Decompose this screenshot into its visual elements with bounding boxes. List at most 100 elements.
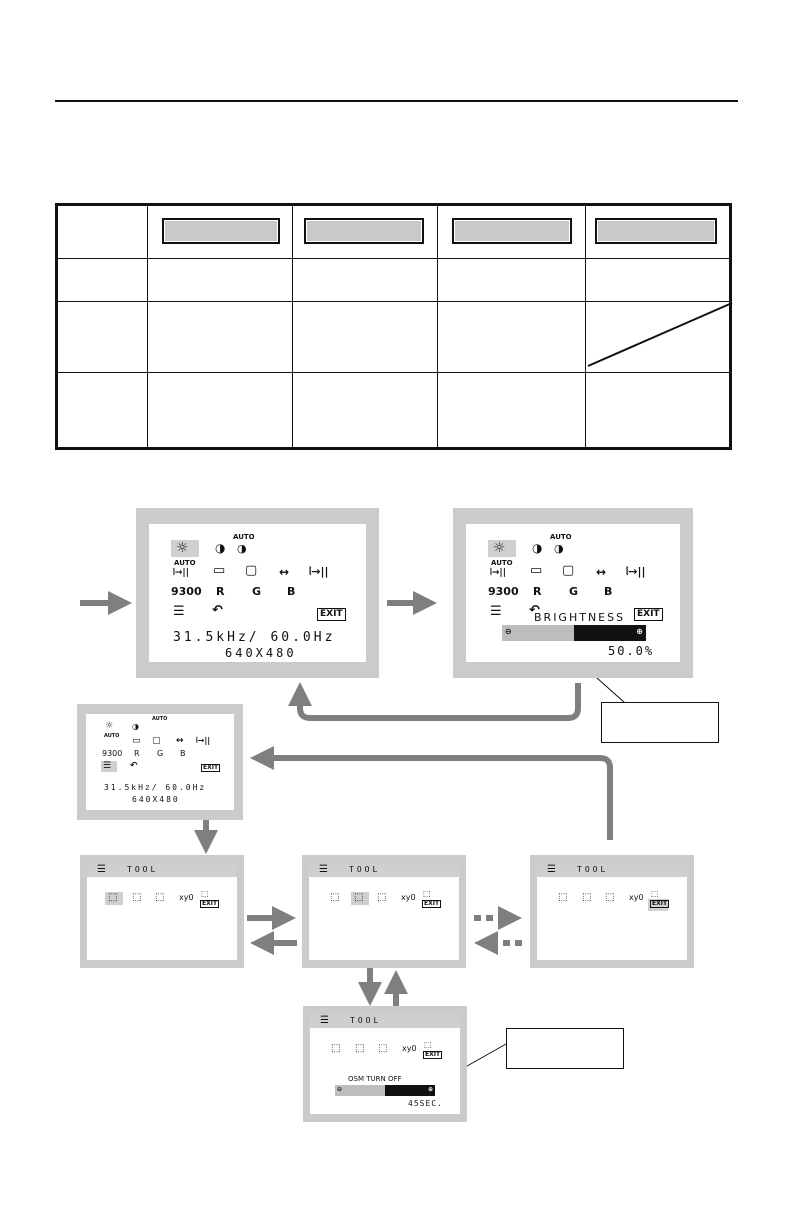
h-size-icon[interactable]: ↔: [596, 565, 607, 579]
contrast-icon[interactable]: ◑: [215, 541, 226, 555]
auto-contrast-icon[interactable]: AUTO: [152, 716, 168, 722]
tool-icon[interactable]: ☰: [103, 761, 112, 771]
table-col-line: [147, 206, 148, 447]
fine-icon[interactable]: ⦚→||: [196, 736, 211, 745]
tool-item-3-icon[interactable]: ⬚: [605, 892, 615, 903]
control-key-2[interactable]: [304, 218, 424, 244]
position-icon[interactable]: ▭: [213, 563, 226, 578]
auto-contrast-symbol-icon: ◑: [554, 542, 564, 555]
brightness-label: BRIGHTNESS: [534, 611, 626, 624]
osm-turnoff-label: OSM TURN OFF: [348, 1075, 402, 1083]
green-icon[interactable]: G: [157, 749, 164, 758]
exit-icon[interactable]: EXIT: [634, 608, 663, 621]
tool-item-4-icon[interactable]: xy0: [401, 893, 416, 902]
tool-icon: ☰: [97, 864, 106, 875]
red-icon[interactable]: R: [216, 585, 225, 598]
tool-item-5-icon[interactable]: ⬚: [651, 889, 659, 898]
h-size-icon[interactable]: ↔: [176, 736, 184, 746]
minus-icon: ⊖: [505, 627, 512, 636]
tool-item-4-icon[interactable]: xy0: [629, 893, 644, 902]
auto-contrast-icon[interactable]: AUTO: [233, 533, 255, 541]
color-9300-icon[interactable]: 9300: [102, 749, 123, 758]
blue-icon[interactable]: B: [604, 585, 613, 598]
osm-turnoff-bar-fill: [335, 1085, 385, 1096]
brightness-bar-fill: [502, 625, 574, 641]
tool-item-1-icon[interactable]: ⬚: [558, 892, 568, 903]
auto-adjust-icon[interactable]: AUTO: [104, 733, 120, 739]
osm-turnoff-value: 45SEC.: [408, 1099, 443, 1108]
tool-item-2-icon[interactable]: ⬚: [355, 1043, 365, 1054]
position-icon[interactable]: ▭: [530, 563, 543, 578]
blue-icon[interactable]: B: [287, 585, 296, 598]
tool-item-5-icon[interactable]: ⬚: [423, 889, 431, 898]
tool-item-3-icon[interactable]: ⬚: [378, 1043, 388, 1054]
exit-icon[interactable]: EXIT: [422, 900, 442, 908]
size-icon[interactable]: ▢: [245, 563, 258, 578]
tool-item-4-icon[interactable]: xy0: [179, 893, 194, 902]
size-icon[interactable]: ▢: [562, 563, 575, 578]
tool-icon[interactable]: ☰: [490, 604, 502, 619]
contrast-icon[interactable]: ◑: [532, 541, 543, 555]
control-key-1[interactable]: [162, 218, 280, 244]
blue-icon[interactable]: B: [180, 749, 186, 758]
tool-icon: ☰: [547, 864, 556, 875]
tool-title: TOOL: [577, 865, 609, 874]
tool-item-5-icon[interactable]: ⬚: [201, 889, 209, 898]
exit-icon[interactable]: EXIT: [650, 900, 670, 908]
auto-contrast-icon[interactable]: AUTO: [550, 533, 572, 541]
tool-item-3-icon[interactable]: ⬚: [155, 892, 165, 903]
color-9300-icon[interactable]: 9300: [171, 585, 202, 598]
position-icon[interactable]: ▭: [132, 736, 141, 746]
tool-item-2-icon[interactable]: ⬚: [354, 892, 364, 903]
auto-contrast-symbol-icon: ◑: [237, 542, 247, 555]
green-icon[interactable]: G: [252, 585, 262, 598]
tool-item-2-icon[interactable]: ⬚: [132, 892, 142, 903]
red-icon[interactable]: R: [134, 749, 140, 758]
brightness-icon[interactable]: ☼: [105, 721, 114, 731]
osd-tool-screen-a: ☰ TOOL ⬚ ⬚ ⬚ xy0 ⬚ EXIT: [80, 855, 244, 968]
tool-title-bar: [309, 863, 459, 877]
brightness-bar[interactable]: ⊖ ⊕: [502, 625, 646, 641]
table-row-line: [58, 258, 729, 259]
brightness-icon[interactable]: ☼: [176, 540, 189, 556]
exit-icon[interactable]: EXIT: [201, 764, 221, 772]
size-icon[interactable]: ▢: [152, 736, 161, 746]
reset-icon[interactable]: ↶: [130, 761, 138, 771]
h-size-icon[interactable]: ↔: [279, 565, 290, 579]
resolution-readout: 640X480: [225, 646, 297, 660]
red-icon[interactable]: R: [533, 585, 542, 598]
reset-icon[interactable]: ↶: [529, 603, 540, 618]
color-9300-icon[interactable]: 9300: [488, 585, 519, 598]
tool-item-1-icon[interactable]: ⬚: [108, 892, 118, 903]
exit-icon[interactable]: EXIT: [200, 900, 220, 908]
selection-highlight: [648, 899, 668, 911]
tool-item-1-icon[interactable]: ⬚: [331, 1043, 341, 1054]
osd-tool-screen-b: ☰ TOOL ⬚ ⬚ ⬚ xy0 ⬚ EXIT: [302, 855, 466, 968]
tool-item-5-icon[interactable]: ⬚: [424, 1040, 432, 1049]
exit-icon[interactable]: EXIT: [423, 1051, 443, 1059]
osd-main-small-area: ☼ ◑ AUTO AUTO ▭ ▢ ↔ ⦚→|| 9300 R G B ☰ ↶ …: [86, 714, 234, 810]
green-icon[interactable]: G: [569, 585, 579, 598]
tool-item-2-icon[interactable]: ⬚: [582, 892, 592, 903]
tool-icon: ☰: [320, 1015, 329, 1026]
control-key-3[interactable]: [452, 218, 572, 244]
osd-tool-area: ☰ TOOL ⬚ ⬚ ⬚ xy0 ⬚ EXIT OSM TURN OFF ⊖ ⊕…: [310, 1014, 460, 1114]
tool-item-3-icon[interactable]: ⬚: [377, 892, 387, 903]
fine-icon[interactable]: ⦚→||: [309, 565, 329, 578]
tool-item-4-icon[interactable]: xy0: [402, 1044, 417, 1053]
selection-highlight: [351, 892, 369, 905]
osm-turnoff-bar[interactable]: ⊖ ⊕: [335, 1085, 435, 1096]
brightness-icon[interactable]: ☼: [493, 540, 506, 556]
contrast-icon[interactable]: ◑: [132, 722, 139, 731]
control-key-4[interactable]: [595, 218, 717, 244]
tool-item-1-icon[interactable]: ⬚: [330, 892, 340, 903]
auto-adjust-icon[interactable]: AUTO: [174, 559, 196, 567]
reset-icon[interactable]: ↶: [212, 603, 223, 618]
auto-adjust-icon[interactable]: AUTO: [491, 559, 513, 567]
tool-icon[interactable]: ☰: [173, 604, 185, 619]
callout-box: [601, 702, 719, 743]
exit-icon[interactable]: EXIT: [317, 608, 346, 621]
fine-icon[interactable]: ⦚→||: [626, 565, 646, 578]
resolution-readout: 640X480: [132, 795, 180, 804]
table-col-line: [292, 206, 293, 447]
